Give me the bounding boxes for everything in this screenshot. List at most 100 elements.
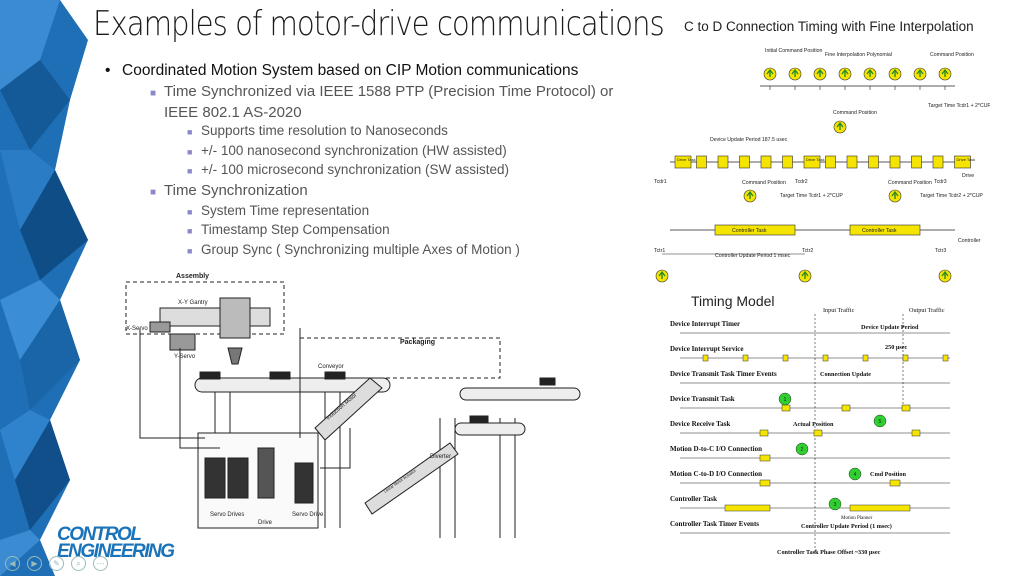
- next-slide-icon[interactable]: ▶: [27, 556, 42, 571]
- cycle-arrow-icon: [798, 269, 812, 283]
- svg-text:2: 2: [801, 447, 804, 453]
- input-traffic-label: Input Traffic: [823, 307, 855, 314]
- label-y-servo: Y-Servo: [174, 354, 196, 360]
- label-conveyor: Conveyor: [318, 364, 344, 370]
- svg-text:3: 3: [834, 502, 837, 508]
- machine-diagram: Assembly X-Y Gantry X-Servo Y-Servo Pack…: [125, 273, 581, 538]
- interp-arrow-icon: [788, 67, 802, 81]
- slide-nav-bar: ◀ ▶ ✎ ⌕ ⋯: [5, 556, 108, 572]
- tctr2-label: Tctr2: [802, 248, 813, 254]
- fine-interp-row: [743, 67, 955, 203]
- target-time-label-2: Target Time Tcdr2 + 2*CUP: [920, 193, 983, 199]
- timing-task-box: [702, 354, 709, 362]
- target-time-label-1: Target Time Tcdr1 + 2*CUP: [780, 193, 843, 199]
- drive-task-box: [846, 155, 858, 169]
- tcdr1-label: Tcdr1: [654, 179, 667, 185]
- timing-row-label: Motion D-to-C I/O Connection: [670, 445, 762, 453]
- interp-arrow-icon: [888, 67, 902, 81]
- drive-task-box: [889, 155, 901, 169]
- timing-task-box: [813, 429, 823, 437]
- timing-task-box: [759, 479, 771, 487]
- timing-task-box: [889, 479, 901, 487]
- label-packaging: Packaging: [400, 339, 435, 346]
- label-servo-drives: Servo Drives: [210, 512, 244, 518]
- cycle-arrow-icon: [655, 269, 669, 283]
- drive-task-box: Drive Task: [954, 155, 976, 169]
- bullet-l3a: ■Supports time resolution to Nanoseconds: [187, 123, 448, 138]
- timing-task-box: [901, 404, 911, 412]
- timing-row-label: Device Transmit Task Timer Events: [670, 370, 777, 378]
- drive-task-box: [739, 155, 750, 169]
- controller-task-box-2: [849, 224, 921, 236]
- timing-task-box: [911, 429, 921, 437]
- step-number-icon: 5: [873, 414, 887, 428]
- interp-arrow-icon: [813, 67, 827, 81]
- timing-row-label: Device Transmit Task: [670, 395, 735, 403]
- timing-task-box: [742, 354, 749, 362]
- bullet-l3d: ■System Time representation: [187, 202, 370, 218]
- device-update-label: Device Update Period 187.5 usec: [710, 137, 788, 143]
- label-xy-gantry: X-Y Gantry: [178, 300, 208, 306]
- timing-task-box: [822, 354, 829, 362]
- ctod-title: C to D Connection Timing with Fine Inter…: [684, 19, 974, 34]
- command-pos-label-3: Command Position: [888, 180, 932, 186]
- timing-model-diagram: Input Traffic Output Traffic Device Upda…: [670, 307, 950, 556]
- drive-task-label: Drive Task: [957, 157, 976, 162]
- prev-slide-icon[interactable]: ◀: [5, 556, 20, 571]
- timing-task-box: [724, 504, 771, 512]
- bullet-l1: Coordinated Motion System based on CIP M…: [105, 62, 625, 80]
- tctr3-label: Tctr3: [935, 248, 946, 254]
- controller-task-label-1: Controller Task: [732, 228, 767, 234]
- timing-task-box: [942, 354, 949, 362]
- device-update-period-label: Device Update Period: [861, 324, 919, 331]
- motion-planner-label: Motion Planner: [841, 516, 873, 521]
- drive-task-label: Drive Task: [806, 157, 825, 162]
- slide-title: Examples of motor-drive communications: [93, 4, 665, 44]
- interp-arrow-icon: [863, 67, 877, 81]
- usec250-label: 250 µsec: [885, 344, 908, 351]
- actual-position-label: Actual Position: [793, 421, 834, 428]
- bullet-l2b: ■Time Synchronization: [150, 181, 308, 199]
- bullet-l3c: ■+/- 100 microsecond synchronization (SW…: [187, 162, 510, 177]
- timing-task-box: [841, 404, 851, 412]
- drive-task-box: [932, 155, 944, 169]
- svg-text:4: 4: [854, 472, 857, 478]
- interp-arrow-icon: [913, 67, 927, 81]
- label-assembly: Assembly: [176, 273, 209, 280]
- tcdr3-label: Tcdr3: [934, 179, 947, 185]
- ctod-diagram: Initial Command Position Fine Interpolat…: [654, 48, 990, 283]
- command-pos-label-top: Command Position: [930, 52, 974, 58]
- drive-task-box: [868, 155, 879, 169]
- target-time-label-top: Target Time Tcdr1 + 2*CUP: [928, 103, 990, 109]
- zoom-icon[interactable]: ⌕: [71, 556, 86, 571]
- ctrl-update-label: Controller Update Period 1 msec: [715, 253, 791, 259]
- fine-interp-label: Fine Interpolation Polynomial: [825, 52, 892, 58]
- command-arrow-icon: [888, 189, 902, 203]
- bullet-l3f: ■Group Sync ( Synchronizing multiple Axe…: [187, 241, 520, 257]
- timing-task-box: [781, 404, 791, 412]
- initial-cmd-label: Initial Command Position: [765, 48, 822, 54]
- bullet-l3e: ■Timestamp Step Compensation: [187, 222, 390, 237]
- timing-row-label: Device Receive Task: [670, 420, 730, 428]
- drive-task-box: Drive Task: [803, 155, 825, 169]
- label-diverter: Diverter: [430, 454, 451, 460]
- output-traffic-label: Output Traffic: [909, 307, 945, 314]
- ctrl-update-period-label: Controller Update Period (1 msec): [801, 523, 892, 530]
- step-number-icon: 3: [828, 497, 842, 511]
- pen-icon[interactable]: ✎: [49, 556, 64, 571]
- control-engineering-logo: CONTROL ENGINEERING: [57, 524, 175, 562]
- cycle-arrow-icon: [938, 269, 952, 283]
- label-x-servo: X-Servo: [126, 326, 148, 332]
- timing-task-box: [902, 354, 909, 362]
- controller-task-box-1: [714, 224, 796, 236]
- timing-row-label: Device Interrupt Service: [670, 345, 743, 353]
- timing-row-label: Device Interrupt Timer: [670, 320, 740, 328]
- bullet-list: Coordinated Motion System based on CIP M…: [105, 62, 625, 260]
- bullet-l2a: ■Time Synchronized via IEEE 1588 PTP (Pr…: [150, 83, 614, 121]
- more-icon[interactable]: ⋯: [93, 556, 108, 571]
- timing-row-label: Controller Task Timer Events: [670, 520, 759, 528]
- command-arrow-icon: [743, 189, 757, 203]
- drive-task-box: [782, 155, 793, 169]
- timing-task-box: [862, 354, 869, 362]
- label-drive: Drive: [258, 520, 273, 526]
